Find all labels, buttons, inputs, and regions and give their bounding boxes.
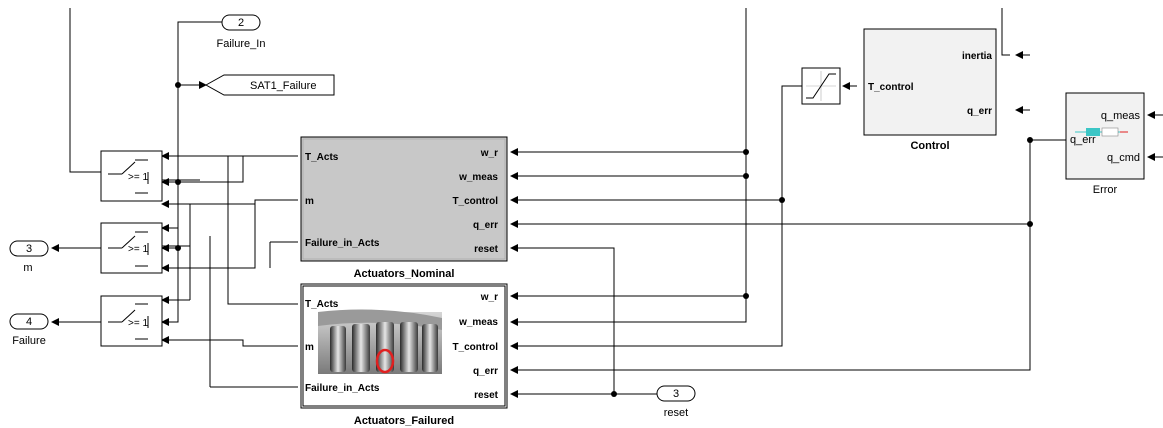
block-title: Actuators_Failured [354, 415, 454, 427]
switch-block-2[interactable]: >= 1 [101, 223, 162, 273]
inport-reset[interactable]: 3 reset [657, 386, 695, 419]
goto-block[interactable]: SAT1_Failure [206, 75, 334, 95]
port-label: Failure_In [217, 38, 266, 50]
port-number: 3 [26, 243, 32, 255]
output-port-label: reset [474, 244, 499, 255]
switch-threshold: >= 1 [128, 244, 148, 255]
outport-m[interactable]: 3 m [10, 241, 48, 274]
input-port-label: Failure_in_Acts [305, 238, 380, 249]
port-number: 4 [26, 316, 32, 328]
inport-failure-in[interactable]: 2 Failure_In [217, 15, 266, 50]
output-port-label: w_meas [458, 317, 498, 328]
output-port-label: T_control [452, 196, 498, 207]
control-block[interactable]: T_control inertia q_err Control [864, 29, 996, 152]
output-port-label: inertia [962, 51, 992, 62]
bearing-image [318, 310, 442, 374]
saturation-block[interactable] [802, 68, 840, 104]
switch-block-3[interactable]: >= 1 [101, 296, 162, 346]
input-port-label: m [305, 342, 314, 353]
block-title: Error [1093, 184, 1118, 196]
actuators-nominal-block[interactable]: T_Acts m Failure_in_Acts w_r w_meas T_co… [301, 137, 507, 280]
output-port-label: T_control [452, 342, 498, 353]
port-label: reset [664, 407, 688, 419]
outport-failure[interactable]: 4 Failure [10, 314, 48, 347]
switch-block-1[interactable]: >= 1 [101, 151, 162, 201]
port-number: 2 [238, 17, 244, 29]
input-port-label: m [305, 196, 314, 207]
switch-threshold: >= 1 [128, 318, 148, 329]
output-port-label: q_err [473, 220, 498, 231]
output-port-label: w_r [480, 292, 498, 303]
input-port-label: T_control [868, 82, 914, 93]
output-port-label: q_err [967, 106, 992, 117]
output-port-label: w_meas [458, 172, 498, 183]
block-title: Actuators_Nominal [354, 268, 455, 280]
input-port-label: q_cmd [1107, 152, 1140, 164]
error-block[interactable]: q_err q_meas q_cmd Error [1066, 93, 1144, 196]
input-port-label: T_Acts [305, 299, 339, 310]
port-number: 3 [673, 388, 679, 400]
input-port-label: T_Acts [305, 152, 339, 163]
output-port-label: w_r [480, 148, 498, 159]
goto-label: SAT1_Failure [250, 80, 316, 92]
output-port-label: q_err [1070, 134, 1096, 146]
input-port-label: Failure_in_Acts [305, 383, 380, 394]
port-label: m [23, 262, 32, 274]
block-title: Control [910, 140, 949, 152]
switch-threshold: >= 1 [128, 172, 148, 183]
output-port-label: reset [474, 390, 499, 401]
input-port-label: q_meas [1101, 110, 1141, 122]
output-port-label: q_err [473, 366, 498, 377]
actuators-failured-block[interactable]: T_Acts m Failure_in_Acts w_r w_meas T_co… [301, 284, 507, 427]
port-label: Failure [12, 335, 46, 347]
